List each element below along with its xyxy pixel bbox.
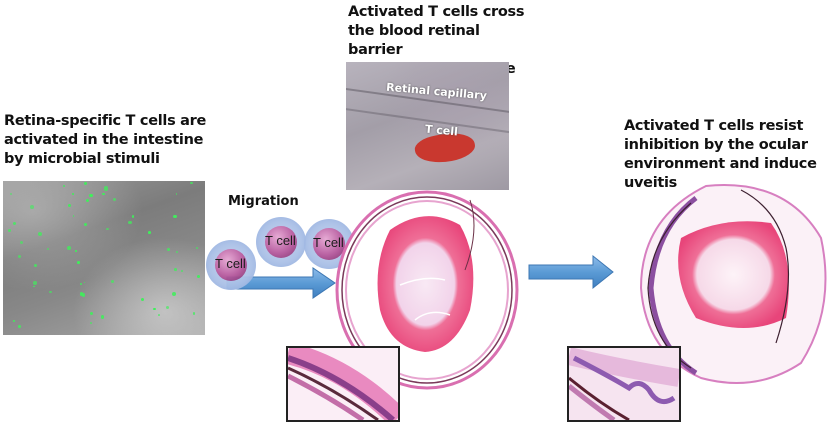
- fluorescent-t-cell: [29, 205, 34, 210]
- fluorescent-t-cell: [33, 285, 35, 288]
- fluorescent-t-cell: [76, 260, 80, 264]
- t-cell-label: T cell: [265, 233, 296, 248]
- caption-intestine-activation: Retina-specific T cells are activated in…: [4, 113, 207, 167]
- fluorescent-t-cell: [103, 186, 109, 191]
- inflamed-retina-layers: [569, 348, 679, 420]
- fluorescent-t-cell: [171, 291, 176, 296]
- fluorescent-t-cell: [83, 223, 87, 227]
- t-cell-2: T cell: [256, 217, 306, 267]
- fluorescent-t-cell: [102, 192, 106, 196]
- fluorescent-t-cell: [17, 324, 21, 328]
- fluorescent-t-cell: [79, 292, 84, 296]
- fluorescent-t-cell: [71, 192, 75, 196]
- fluorescent-t-cell: [90, 322, 92, 325]
- fluorescent-t-cell: [192, 312, 196, 315]
- fluorescent-t-cell: [62, 185, 65, 188]
- fluorescent-t-cell: [13, 222, 17, 226]
- fluorescent-t-cell: [128, 220, 132, 225]
- fluorescent-t-cell: [85, 198, 89, 202]
- fluorescent-t-cell: [180, 269, 184, 273]
- fluorescent-t-cell: [80, 282, 83, 285]
- fluorescent-t-cell: [90, 311, 94, 315]
- fluorescent-t-cell: [190, 182, 193, 185]
- fluorescent-t-cell: [66, 245, 72, 251]
- fluorescent-t-cell: [131, 215, 134, 218]
- fluorescent-t-cell: [153, 308, 156, 311]
- retinal-capillary-micrograph: Retinal capillary T cell: [346, 62, 509, 190]
- fluorescent-t-cell: [196, 246, 199, 249]
- fluorescent-t-cell: [176, 250, 179, 253]
- fluorescent-t-cell: [33, 281, 37, 285]
- fluorescent-t-cell: [158, 313, 161, 316]
- fluorescent-t-cell: [175, 193, 178, 195]
- fluorescent-t-cell: [46, 247, 49, 250]
- migration-label: Migration: [228, 194, 299, 209]
- fluorescent-t-cell: [89, 194, 93, 198]
- progression-arrow: [528, 254, 614, 290]
- t-cell-label: T cell: [215, 256, 246, 271]
- t-cell-nucleus: [215, 249, 247, 281]
- uveitic-eye-histology: [639, 184, 827, 384]
- normal-retina-inset: [286, 346, 400, 422]
- fluorescent-t-cell: [140, 297, 144, 301]
- fluorescent-t-cell: [173, 267, 177, 271]
- fluorescent-t-cell: [165, 305, 169, 309]
- fluorescent-t-cell: [7, 228, 11, 233]
- fluorescent-t-cell: [12, 319, 15, 322]
- fluorescent-t-cell: [173, 215, 177, 219]
- t-cell-1: T cell: [206, 240, 256, 290]
- fluorescent-t-cell: [197, 275, 201, 279]
- fluorescent-t-cell: [84, 182, 88, 186]
- fluorescent-t-cell: [49, 290, 52, 294]
- t-cell-3: T cell: [304, 219, 354, 269]
- fluorescent-t-cell: [112, 198, 116, 202]
- fluorescent-t-cell: [75, 250, 77, 252]
- normal-retina-layers: [288, 348, 398, 420]
- inflamed-retina-inset: [567, 346, 681, 422]
- fluorescent-t-cell: [167, 247, 171, 251]
- fluorescent-t-cell: [33, 263, 38, 268]
- t-cell-nucleus: [313, 228, 345, 260]
- normal-eye-histology: [335, 190, 519, 390]
- fluorescent-t-cell: [110, 280, 114, 284]
- fluorescent-t-cell: [37, 231, 42, 236]
- migration-arrow: [226, 267, 336, 299]
- t-cell-nucleus: [265, 226, 297, 258]
- t-cell-label: T cell: [313, 235, 344, 250]
- t-cell-image-label: T cell: [424, 122, 459, 139]
- fluorescent-t-cell: [19, 240, 24, 245]
- fluorescent-t-cell: [100, 315, 105, 319]
- fluorescent-t-cell: [147, 230, 151, 234]
- caption-uveitis-induction: Activated T cells resist inhibition by t…: [624, 118, 817, 191]
- fluorescent-t-cell: [72, 215, 75, 217]
- intestine-fluorescence-micrograph: [3, 181, 205, 335]
- fluorescent-t-cell: [67, 203, 71, 207]
- fluorescent-t-cell: [10, 193, 13, 196]
- fluorescent-t-cell: [81, 293, 86, 297]
- fluorescent-t-cell: [18, 254, 22, 259]
- fluorescent-t-cell: [83, 281, 86, 284]
- fluorescent-t-cell: [106, 227, 109, 230]
